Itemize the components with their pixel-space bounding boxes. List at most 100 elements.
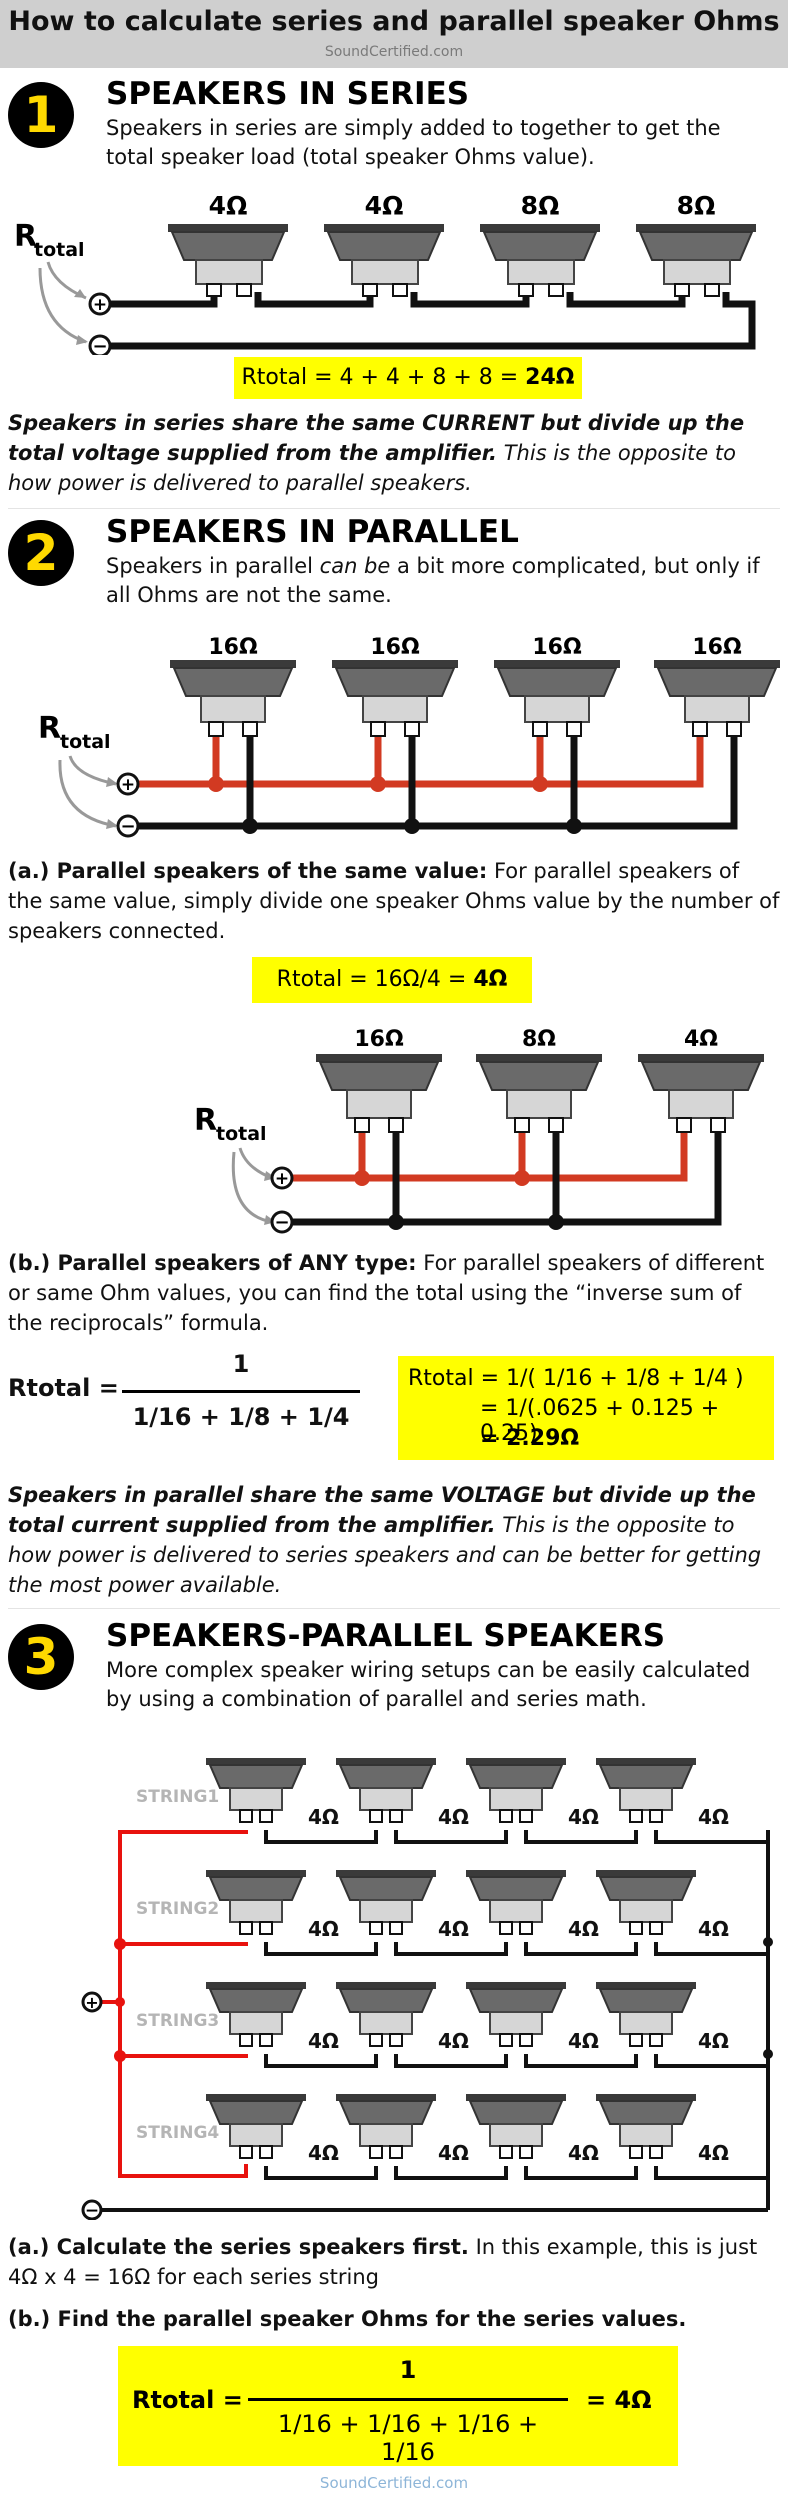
svg-text:R: R [194,1103,217,1138]
grid-speaker-r2-c4: 4Ω [596,1870,729,1941]
reciprocal-calc-box: Rtotal = 1/( 1/16 + 1/8 + 1/4 ) = 1/(.06… [398,1356,774,1460]
grid-speaker-ohm-label: 4Ω [308,1917,339,1941]
parallel-wiring-diagram-1: R total + − 16Ω [38,635,780,838]
section-3-badge: 3 [8,1624,74,1690]
fraction-bar [122,1390,360,1393]
grid-speaker-r4-c2: 4Ω [336,2094,469,2165]
grid-speaker-r3-c4: 4Ω [596,1982,729,2053]
grid-speaker-r3-c1: 4Ω [206,1982,339,2053]
grid-speaker-ohm-label: 4Ω [438,2029,469,2053]
svg-text:−: − [274,1212,289,1233]
parallel-speaker-1: 16Ω [170,635,296,737]
reciprocal-formula-numerator: 1 [232,1350,250,1378]
series-note: Speakers in series share the same CURREN… [8,411,745,495]
svg-text:16Ω: 16Ω [208,635,258,660]
mixed-parallel-speaker-3: 4Ω [638,1027,764,1133]
grid-speaker-r2-c1: 4Ω [206,1870,339,1941]
site-credit: SoundCertified.com [324,44,464,60]
section-1-badge: 1 [8,82,74,148]
svg-text:−: − [120,816,135,837]
grid-speaker-ohm-label: 4Ω [568,1917,599,1941]
section-1-title: SPEAKERS IN SERIES [106,76,470,112]
svg-text:16Ω: 16Ω [532,635,582,660]
grid-speaker-ohm-label: 4Ω [438,1917,469,1941]
grid-speaker-ohm-label: 4Ω [698,1917,729,1941]
grid-speaker-r1-c3: 4Ω [466,1758,599,1829]
speaker-string-2: 4Ω 4Ω 4Ω 4Ω [206,1870,768,1956]
grid-speaker-r4-c1: 4Ω [206,2094,339,2165]
svg-text:16Ω: 16Ω [692,635,742,660]
section-2-description: Speakers in parallel can be a bit more c… [106,554,760,607]
string-label-2: STRING2 [136,1899,219,1919]
parallel-speaker-2: 16Ω [332,635,458,737]
svg-text:+: + [121,775,135,795]
section-divider-2 [8,1608,780,1609]
series-plus-terminal: + [93,295,107,315]
parallel-series-text: (b.) Find the parallel speaker Ohms for … [8,2307,687,2331]
grid-minus-terminal: − [85,2201,99,2220]
parallel-wiring-diagram-2: R total + − 16Ω 8Ω [194,1027,764,1234]
svg-text:4Ω: 4Ω [365,191,404,220]
grid-speaker-r2-c3: 4Ω [466,1870,599,1941]
grid-speaker-ohm-label: 4Ω [568,2029,599,2053]
svg-text:16Ω: 16Ω [354,1027,404,1052]
reciprocal-formula-denominator: 1/16 + 1/8 + 1/4 [132,1403,350,1431]
svg-text:4Ω: 4Ω [684,1027,718,1052]
grid-speaker-ohm-label: 4Ω [438,1805,469,1829]
series-speaker-2: 4Ω [324,191,444,297]
series-formula-box: Rtotal = 4 + 4 + 8 + 8 = 24Ω [234,357,582,399]
section-divider-1 [8,508,780,509]
section-3-title: SPEAKERS-PARALLEL SPEAKERS [106,1618,666,1654]
grid-speaker-ohm-label: 4Ω [308,2141,339,2165]
svg-text:8Ω: 8Ω [677,191,716,220]
footer-credit: SoundCertified.com [319,2474,469,2492]
parallel-same-formula-box: Rtotal = 16Ω/4 = 4Ω [252,957,532,1003]
section-1-description: Speakers in series are simply added to t… [106,116,721,169]
grid-speaker-r1-c2: 4Ω [336,1758,469,1829]
grid-speaker-r3-c3: 4Ω [466,1982,599,2053]
series-minus-terminal: − [92,336,107,355]
parallel-note: Speakers in parallel share the same VOLT… [8,1483,762,1597]
string-label-1: STRING1 [136,1787,219,1807]
header-bar: How to calculate series and parallel spe… [0,0,788,68]
reciprocal-formula-label: Rtotal = [8,1374,119,1402]
rtotal-sub-label-2: total [60,731,111,753]
grid-speaker-ohm-label: 4Ω [438,2141,469,2165]
grid-speaker-ohm-label: 4Ω [568,2141,599,2165]
rtotal-sub-label: total [34,239,85,261]
string-label-4: STRING4 [136,2123,219,2143]
series-first-text: (a.) Calculate the series speakers first… [8,2235,758,2289]
section-2-title: SPEAKERS IN PARALLEL [106,514,519,550]
svg-text:16Ω: 16Ω [370,635,420,660]
parallel-speaker-4: 16Ω [654,635,780,737]
mixed-parallel-speaker-2: 8Ω [476,1027,602,1133]
svg-text:4Ω: 4Ω [209,191,248,220]
series-speaker-4: 8Ω [636,191,756,297]
series-speaker-3: 8Ω [480,191,600,297]
grid-speaker-r4-c3: 4Ω [466,2094,599,2165]
page-title: How to calculate series and parallel spe… [8,6,780,37]
grid-speaker-ohm-label: 4Ω [568,1805,599,1829]
mixed-parallel-speaker-1: 16Ω [316,1027,442,1133]
grid-speaker-r1-c4: 4Ω [596,1758,729,1829]
series-wiring-diagram: R total + − 4Ω 4Ω [14,191,756,355]
grid-speaker-r3-c2: 4Ω [336,1982,469,2053]
svg-text:8Ω: 8Ω [522,1027,556,1052]
final-formula-box: Rtotal = 1 1/16 + 1/16 + 1/16 + 1/16 = 4… [118,2346,678,2466]
parallel-any-type-text: (b.) Parallel speakers of ANY type: For … [8,1251,765,1335]
parallel-speaker-3: 16Ω [494,635,620,737]
rtotal-r-label-2: R [38,711,61,746]
section-2-badge: 2 [8,520,74,586]
grid-speaker-r4-c4: 4Ω [596,2094,729,2165]
parallel-same-value-text: (a.) Parallel speakers of the same value… [8,859,780,943]
string-label-3: STRING3 [136,2011,219,2031]
grid-speaker-ohm-label: 4Ω [308,1805,339,1829]
section-3-description: More complex speaker wiring setups can b… [106,1658,751,1711]
svg-text:+: + [275,1169,289,1189]
grid-speaker-r1-c1: 4Ω [206,1758,339,1829]
